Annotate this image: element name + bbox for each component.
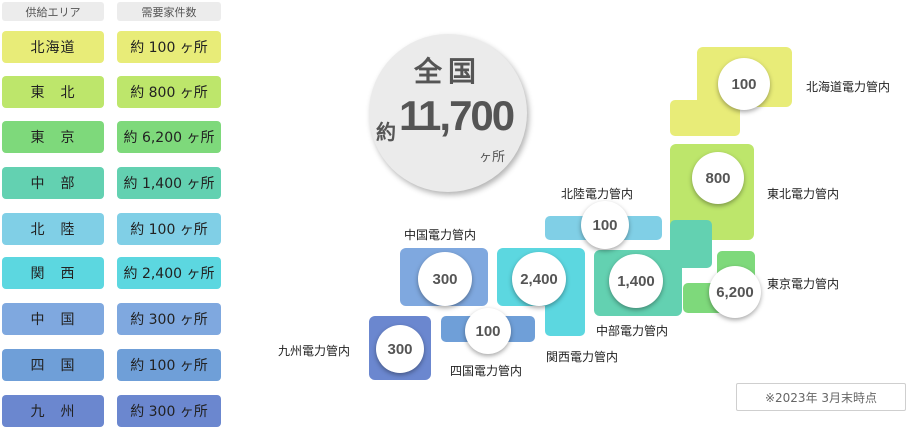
- area-cell-kyushu: 九 州: [2, 395, 104, 427]
- value-circle-kansai: 2,400: [512, 252, 566, 306]
- label-hokuriku: 北陸電力管内: [561, 187, 634, 201]
- value-circle-chugoku: 300: [418, 252, 472, 306]
- value-circle-chubu: 1,400: [609, 254, 663, 308]
- count-cell-kansai: 約 2,400 ヶ所: [117, 257, 221, 289]
- label-chugoku: 中国電力管内: [404, 228, 477, 242]
- area-cell-chugoku: 中 国: [2, 303, 104, 335]
- count-cell-tohoku: 約 800 ヶ所: [117, 76, 221, 108]
- area-cell-hokuriku: 北 陸: [2, 213, 104, 245]
- value-circle-hokuriku: 100: [581, 201, 629, 249]
- label-tohoku: 東北電力管内: [767, 187, 840, 201]
- count-cell-chugoku: 約 300 ヶ所: [117, 303, 221, 335]
- label-kyushu: 九州電力管内: [278, 344, 351, 358]
- national-total-badge: 全国 約 11,700 ヶ所: [369, 34, 527, 192]
- label-hokkaido: 北海道電力管内: [806, 80, 891, 94]
- count-cell-hokuriku: 約 100 ヶ所: [117, 213, 221, 245]
- header-customer-count: 需要家件数: [117, 2, 221, 21]
- national-unit: ヶ所: [479, 150, 506, 165]
- map-block-chubu-upper: [670, 220, 712, 268]
- date-note: ※2023年 3月末時点: [736, 383, 906, 411]
- count-cell-hokkaido: 約 100 ヶ所: [117, 31, 221, 63]
- area-cell-hokkaido: 北海道: [2, 31, 104, 63]
- value-circle-shikoku: 100: [465, 308, 511, 354]
- area-cell-tokyo: 東 京: [2, 121, 104, 153]
- count-cell-chubu: 約 1,400 ヶ所: [117, 167, 221, 199]
- national-value: 11,700: [399, 92, 515, 139]
- area-cell-chubu: 中 部: [2, 167, 104, 199]
- value-circle-kyushu: 300: [376, 325, 424, 373]
- value-circle-tokyo: 6,200: [709, 266, 761, 318]
- header-supply-area: 供給エリア: [2, 2, 104, 21]
- map-block-hokkaido-tail: [670, 100, 740, 136]
- count-cell-kyushu: 約 300 ヶ所: [117, 395, 221, 427]
- label-shikoku: 四国電力管内: [450, 364, 523, 378]
- count-cell-shikoku: 約 100 ヶ所: [117, 349, 221, 381]
- national-title: 全国: [413, 55, 482, 88]
- count-cell-tokyo: 約 6,200 ヶ所: [117, 121, 221, 153]
- label-kansai: 関西電力管内: [546, 350, 619, 364]
- national-prefix: 約: [376, 120, 396, 144]
- area-cell-kansai: 関 西: [2, 257, 104, 289]
- label-tokyo: 東京電力管内: [767, 277, 840, 291]
- area-cell-tohoku: 東 北: [2, 76, 104, 108]
- label-chubu: 中部電力管内: [596, 324, 669, 338]
- area-cell-shikoku: 四 国: [2, 349, 104, 381]
- value-circle-hokkaido: 100: [718, 58, 770, 110]
- value-circle-tohoku: 800: [692, 152, 744, 204]
